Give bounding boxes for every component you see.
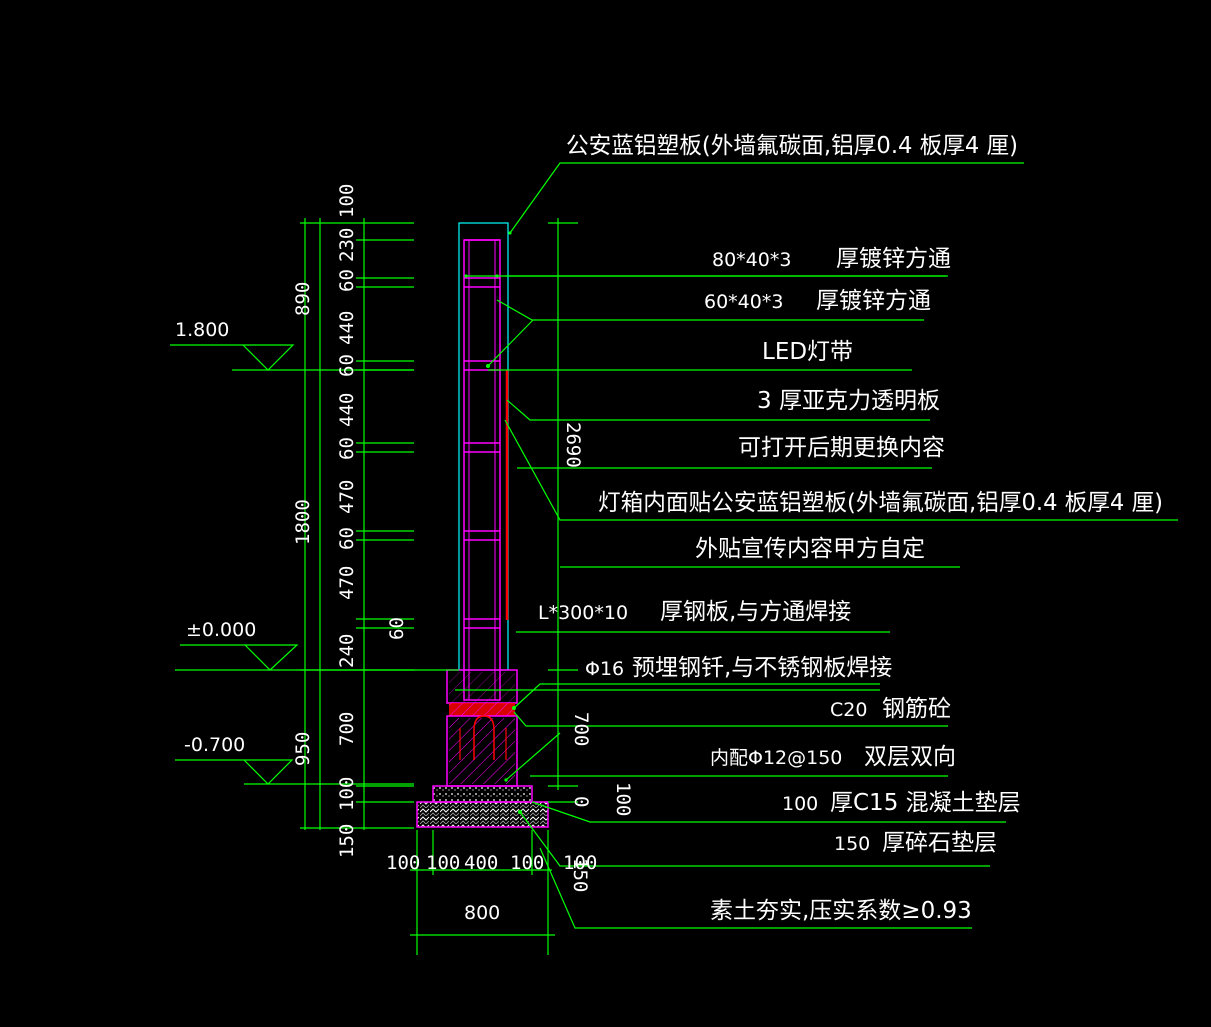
callout-led: LED灯带 (762, 339, 853, 365)
dim-60-c: 60 (336, 437, 358, 460)
dim-60-b: 60 (336, 354, 358, 377)
dim-1800: 1800 (292, 499, 314, 545)
leader-lines (455, 162, 1178, 929)
dim-bottom-100-d: 100 (563, 852, 597, 874)
callout-panel-top: 公安蓝铝塑板(外墙氟碳面,铝厚0.4 板厚4 厘) (566, 133, 1018, 159)
callout-steel-plate-spec: L*300*10 (538, 602, 628, 624)
c15-cushion (432, 785, 533, 803)
dimension-lines (170, 218, 578, 955)
callout-tube-60-text: 厚镀锌方通 (816, 288, 931, 314)
callout-inner-panel-1: 灯箱内面贴公安蓝铝塑板(外墙氟碳面,铝厚0.4 板厚4 厘) (598, 490, 1163, 516)
callouts: 公安蓝铝塑板(外墙氟碳面,铝厚0.4 板厚4 厘) 80*40*3 厚镀锌方通 … (538, 133, 1163, 924)
callout-reinforce-spec: 内配Φ12@150 (710, 747, 842, 769)
dim-2690: 2690 (562, 422, 584, 468)
dim-bottom-100-a: 100 (386, 852, 420, 874)
callout-rebar-text: 预埋钢钎,与不锈钢板焊接 (632, 655, 892, 681)
dim-440-a: 440 (336, 311, 358, 345)
dim-100-b: 100 (336, 777, 358, 811)
elevation-bottom: -0.700 (184, 734, 245, 756)
callout-tube-80-text: 厚镀锌方通 (836, 246, 951, 272)
dim-150: 150 (336, 824, 358, 858)
frame-crossbars (464, 239, 500, 629)
dim-440-b: 440 (336, 393, 358, 427)
light-box (458, 222, 512, 701)
dim-0-right: 0 (570, 796, 592, 807)
callout-rebar-spec: Φ16 (585, 658, 624, 680)
dim-230: 230 (336, 228, 358, 262)
callout-reinforce-text: 双层双向 (864, 744, 956, 770)
elevation-ground: ±0.000 (186, 619, 256, 641)
callout-acrylic-1: 3 厚亚克力透明板 (757, 388, 940, 414)
callout-c15-text: 厚C15 混凝土垫层 (830, 790, 1021, 816)
right-dimensions: 2690 700 100 0 150 (562, 422, 634, 892)
dim-bottom-100-c: 100 (510, 852, 544, 874)
dim-60-e: 60 (386, 617, 408, 640)
dim-bottom-100-b: 100 (426, 852, 460, 874)
dim-bottom-800: 800 (464, 902, 500, 924)
left-dimensions: 100 230 60 440 60 440 60 470 60 470 60 2… (292, 184, 408, 858)
dim-bottom-400: 400 (464, 852, 498, 874)
callout-gravel-text: 厚碎石垫层 (882, 830, 997, 856)
callout-steel-plate-text: 厚钢板,与方通焊接 (660, 599, 851, 625)
callout-tube-60-spec: 60*40*3 (704, 291, 783, 313)
dim-100-right: 100 (612, 782, 634, 816)
callout-concrete-text: 钢筋砼 (882, 696, 951, 722)
callout-c15-spec: 100 (782, 793, 818, 815)
dim-950: 950 (292, 732, 314, 766)
dim-60-a: 60 (336, 269, 358, 292)
dim-100-top: 100 (336, 184, 358, 218)
gravel-layer (416, 801, 549, 828)
callout-acrylic-2: 可打开后期更换内容 (738, 435, 945, 461)
dim-470-b: 470 (336, 566, 358, 600)
dim-150-bottom-right: 150 (569, 858, 591, 892)
foundation (416, 669, 549, 828)
callout-tube-80-spec: 80*40*3 (712, 249, 791, 271)
callout-inner-panel-2: 外贴宣传内容甲方自定 (695, 536, 925, 562)
callout-concrete-spec: C20 (830, 699, 867, 721)
dim-240: 240 (336, 634, 358, 668)
elevation-labels: 1.800 ±0.000 -0.700 (175, 319, 256, 756)
callout-gravel-spec: 150 (834, 833, 870, 855)
dim-890: 890 (292, 282, 314, 316)
dim-700-right: 700 (570, 712, 592, 746)
elevation-top: 1.800 (175, 319, 229, 341)
dim-700: 700 (336, 712, 358, 746)
rebar-hooks (473, 715, 495, 760)
dim-470-a: 470 (336, 480, 358, 514)
dim-60-d: 60 (336, 527, 358, 550)
callout-soil: 素土夯实,压实系数≥0.93 (710, 898, 972, 924)
bottom-dimensions: 100 100 400 100 100 800 (386, 852, 597, 924)
